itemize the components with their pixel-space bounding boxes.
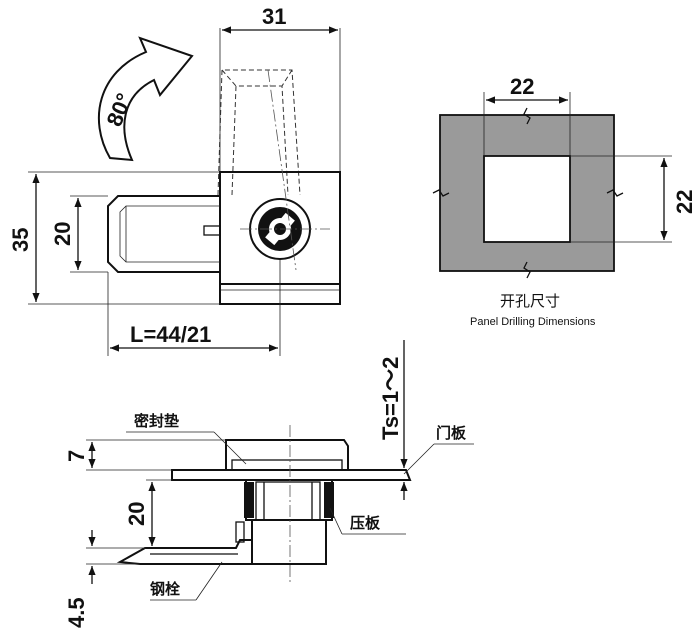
- dim-35-text: 35: [8, 228, 33, 252]
- panel-height-text: 22: [672, 190, 697, 214]
- panel-caption-en: Panel Drilling Dimensions: [470, 316, 596, 328]
- label-seal: 密封垫: [134, 412, 179, 430]
- rotation-arrow-icon: [97, 36, 194, 162]
- dimension-35: 35: [8, 171, 220, 305]
- side-view: 7 20 4.5 Ts=1～2 密封垫 门板 压板 钢栓: [64, 340, 474, 628]
- label-door: 门板: [436, 424, 467, 442]
- panel-width-text: 22: [510, 74, 534, 99]
- dim-ts-text: Ts=1～2: [378, 357, 403, 440]
- cam-bar: [107, 195, 221, 273]
- label-bolt: 钢栓: [150, 580, 180, 598]
- cutout-square: [483, 155, 571, 243]
- rotated-handle-outline: [217, 69, 301, 196]
- dim-length-text: L=44/21: [130, 322, 211, 347]
- panel-caption-zh: 开孔尺寸: [500, 292, 560, 310]
- front-view: 80° 31: [8, 4, 341, 356]
- dimension-20: 20: [50, 195, 108, 273]
- dim-20-text: 20: [50, 222, 75, 246]
- label-plate: 压板: [350, 514, 381, 532]
- dimension-length: L=44/21: [107, 260, 281, 356]
- dim-31-text: 31: [262, 4, 286, 29]
- dimension-31: 31: [219, 4, 341, 172]
- dim-7-text: 7: [64, 450, 89, 462]
- panel-cutout-view: 22 22 开孔尺寸 Panel Drilling Dimensions: [432, 74, 697, 328]
- dim-4.5-text: 4.5: [64, 597, 89, 628]
- dim-20-side-text: 20: [124, 502, 149, 526]
